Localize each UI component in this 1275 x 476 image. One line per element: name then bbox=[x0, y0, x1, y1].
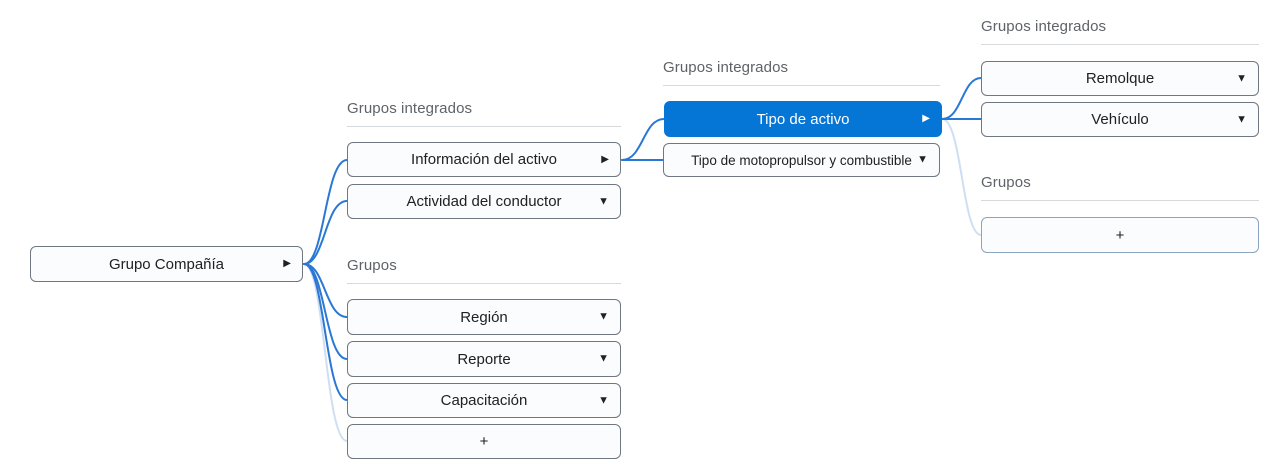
node-label: Remolque bbox=[1085, 70, 1155, 87]
connector-company-to-informacion bbox=[303, 159, 348, 265]
connector-company-to-actividad bbox=[303, 200, 348, 265]
connector-company-to-reporte bbox=[303, 263, 348, 360]
expand-right-icon[interactable]: ▶ bbox=[283, 258, 291, 269]
node-informacion-del-activo[interactable]: Información del activo ▶ bbox=[347, 142, 621, 177]
node-label: Actividad del conductor bbox=[406, 193, 562, 210]
connector-tipo-activo-to-remolque bbox=[941, 77, 982, 120]
node-tipo-de-motopropulsor-y-combustible[interactable]: Tipo de motopropulsor y combustible ▼ bbox=[663, 143, 940, 177]
header-grupos-level2: Grupos bbox=[347, 257, 621, 284]
node-grupo-compania[interactable]: Grupo Compañía ▶ bbox=[30, 246, 303, 282]
header-grupos-integrados-level2: Grupos integrados bbox=[347, 100, 621, 127]
node-label: Región bbox=[460, 308, 508, 326]
node-capacitacion[interactable]: Capacitación ▼ bbox=[347, 383, 621, 418]
plus-icon: + bbox=[1115, 226, 1125, 244]
node-vehiculo[interactable]: Vehículo ▼ bbox=[981, 102, 1259, 137]
node-label: Capacitación bbox=[440, 392, 528, 409]
header-grupos-integrados-level4: Grupos integrados bbox=[981, 18, 1259, 45]
node-label: Tipo de motopropulsor y combustible bbox=[691, 152, 912, 168]
node-add-group-level4[interactable]: + bbox=[981, 217, 1259, 253]
header-grupos-level4: Grupos bbox=[981, 174, 1259, 201]
node-label: Grupo Compañía bbox=[108, 255, 225, 273]
node-label: Información del activo bbox=[411, 151, 557, 168]
chevron-down-icon[interactable]: ▼ bbox=[598, 394, 609, 406]
header-grupos-integrados-level3: Grupos integrados bbox=[663, 59, 940, 86]
node-actividad-del-conductor[interactable]: Actividad del conductor ▼ bbox=[347, 184, 621, 219]
node-label: Tipo de activo bbox=[756, 110, 850, 128]
node-remolque[interactable]: Remolque ▼ bbox=[981, 61, 1259, 96]
plus-icon: + bbox=[479, 433, 489, 450]
chevron-down-icon[interactable]: ▼ bbox=[917, 153, 928, 166]
chevron-down-icon[interactable]: ▼ bbox=[598, 352, 609, 365]
connector-informacion-to-tipo-activo bbox=[621, 118, 665, 161]
node-tipo-de-activo[interactable]: Tipo de activo ▶ bbox=[664, 101, 942, 137]
connector-tipo-activo-to-add-group bbox=[941, 118, 982, 236]
node-region[interactable]: Región ▼ bbox=[347, 299, 621, 335]
chevron-down-icon[interactable]: ▼ bbox=[598, 195, 609, 207]
chevron-down-icon[interactable]: ▼ bbox=[1236, 72, 1247, 84]
expand-right-icon[interactable]: ▶ bbox=[601, 153, 609, 165]
chevron-down-icon[interactable]: ▼ bbox=[1236, 113, 1247, 125]
node-label: Reporte bbox=[457, 350, 511, 368]
node-reporte[interactable]: Reporte ▼ bbox=[347, 341, 621, 377]
expand-right-icon[interactable]: ▶ bbox=[922, 113, 930, 124]
node-add-group-level2[interactable]: + bbox=[347, 424, 621, 459]
chevron-down-icon[interactable]: ▼ bbox=[598, 310, 609, 323]
connector-company-to-capacitacion bbox=[303, 263, 348, 401]
node-label: Vehículo bbox=[1091, 111, 1149, 128]
